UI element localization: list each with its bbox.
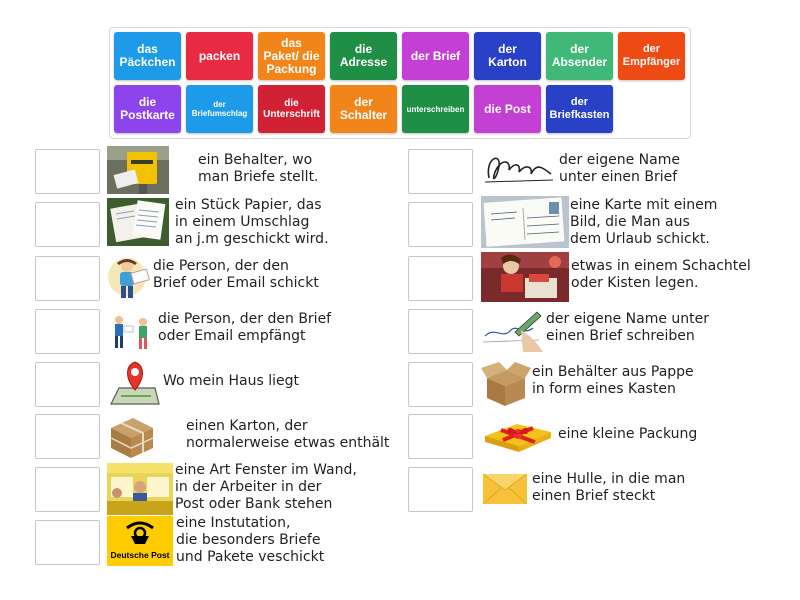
tile-der-absender[interactable]: der Absender xyxy=(546,32,613,80)
drop-zone[interactable] xyxy=(408,309,473,354)
tile-der-schalter[interactable]: der Schalter xyxy=(330,85,397,133)
drop-zone[interactable] xyxy=(408,414,473,459)
description-text: eine Instutation, die besonders Briefe u… xyxy=(176,515,325,565)
drop-zone[interactable] xyxy=(35,467,100,512)
gift-box-image xyxy=(481,414,553,454)
description-text: etwas in einem Schachtel oder Kisten leg… xyxy=(571,258,751,291)
description-text: ein Behälter aus Pappe in form eines Kas… xyxy=(532,364,694,397)
description-text: eine kleine Packung xyxy=(558,426,698,442)
tile-der-empfaenger[interactable]: der Empfänger xyxy=(618,32,685,80)
description-text: einen Karton, der normalerweise etwas en… xyxy=(186,418,390,451)
tile-die-postkarte[interactable]: die Postkarte xyxy=(114,85,181,133)
drop-zone[interactable] xyxy=(408,202,473,247)
sender-image xyxy=(107,253,153,301)
tile-die-unterschrift[interactable]: die Unterschrift xyxy=(258,85,325,133)
drop-zone[interactable] xyxy=(35,309,100,354)
drop-zone[interactable] xyxy=(35,149,100,194)
description-text: ein Stück Papier, das in einem Umschlag … xyxy=(175,197,329,247)
location-pin-image xyxy=(107,358,161,406)
word-bank: das Päckchen packen das Paket/ die Packu… xyxy=(109,27,691,139)
mailbox-image xyxy=(107,146,169,194)
description-text: ein Behalter, wo man Briefe stellt. xyxy=(198,152,319,185)
receiver-image xyxy=(107,310,157,354)
description-text: eine Art Fenster im Wand, in der Arbeite… xyxy=(175,462,357,512)
counter-image xyxy=(107,463,173,515)
envelope-image xyxy=(483,474,527,504)
description-text: der eigene Name unter einen Brief schrei… xyxy=(546,311,710,344)
tile-der-brief[interactable]: der Brief xyxy=(402,32,469,80)
deutsche-post-logo: Deutsche Post xyxy=(107,516,173,566)
tile-der-briefumschlag[interactable]: der Briefumschlag xyxy=(186,85,253,133)
description-text: der eigene Name unter einen Brief xyxy=(559,152,680,185)
tile-unterschreiben[interactable]: unterschreiben xyxy=(402,85,469,133)
drop-zone[interactable] xyxy=(408,256,473,301)
tile-der-briefkasten[interactable]: der Briefkasten xyxy=(546,85,613,133)
signature-image xyxy=(481,148,556,190)
tile-die-post[interactable]: die Post xyxy=(474,85,541,133)
drop-zone[interactable] xyxy=(35,414,100,459)
logo-text: Deutsche Post xyxy=(110,550,169,560)
parcel-image xyxy=(107,414,155,460)
description-text: die Person, der den Brief oder Email sch… xyxy=(153,258,319,291)
description-text: eine Karte mit einem Bild, die Man aus d… xyxy=(570,197,718,247)
drop-zone[interactable] xyxy=(408,149,473,194)
drop-zone[interactable] xyxy=(408,362,473,407)
tile-das-paket[interactable]: das Paket/ die Packung xyxy=(258,32,325,80)
tile-das-paeckchen[interactable]: das Päckchen xyxy=(114,32,181,80)
tile-der-karton[interactable]: der Karton xyxy=(474,32,541,80)
drop-zone[interactable] xyxy=(408,467,473,512)
drop-zone[interactable] xyxy=(35,256,100,301)
tile-packen[interactable]: packen xyxy=(186,32,253,80)
cardboard-box-image xyxy=(481,360,531,408)
description-text: die Person, der den Brief oder Email emp… xyxy=(158,311,332,344)
description-text: Wo mein Haus liegt xyxy=(163,373,299,389)
signing-image xyxy=(481,306,543,352)
drop-zone[interactable] xyxy=(35,202,100,247)
tile-die-adresse[interactable]: die Adresse xyxy=(330,32,397,80)
drop-zone[interactable] xyxy=(35,362,100,407)
letter-paper-image xyxy=(107,198,169,246)
drop-zone[interactable] xyxy=(35,520,100,565)
packing-image xyxy=(481,252,569,302)
description-text: eine Hulle, in die man einen Brief steck… xyxy=(532,471,686,504)
postcard-image xyxy=(481,196,569,248)
